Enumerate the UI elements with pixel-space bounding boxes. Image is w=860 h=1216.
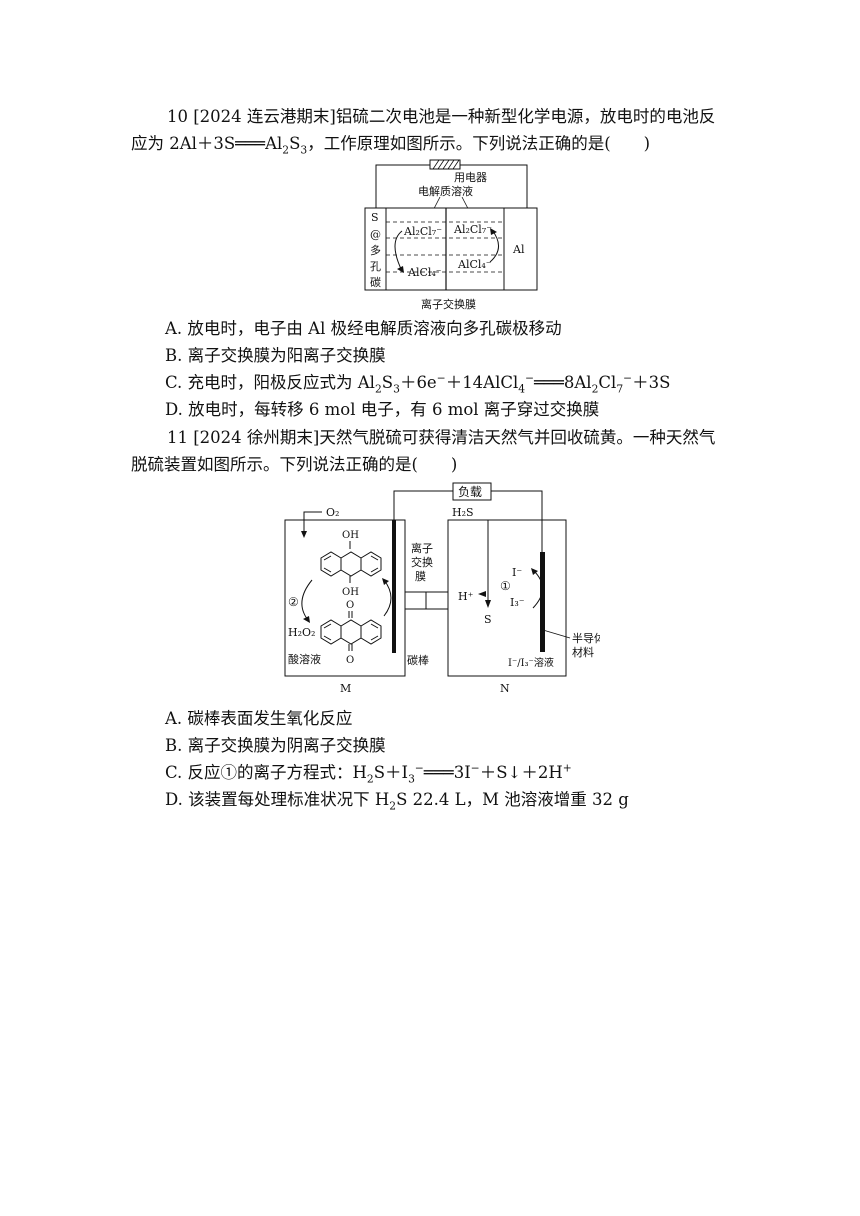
carbon-rod-label: 碳棒	[407, 653, 429, 667]
q10-figure: 用电器 电解质溶液 S @ 多 孔 碳 Al Al₂Cl₇⁻ Al₂Cl₇⁻ A…	[364, 159, 538, 311]
device-label: 用电器	[454, 171, 487, 184]
q11-option-b: B. 离子交换膜为阴离子交换膜	[165, 736, 386, 755]
ion-exchange-membrane	[404, 591, 449, 610]
q10-options: A. 放电时，电子由 Al 极经电解质溶液向多孔碳极移动 B. 离子交换膜为阳离…	[165, 315, 670, 423]
q11-option-d: D. 该装置每处理标准状况下 H2S 22.4 L，M 池溶液增重 32 g	[165, 790, 629, 813]
circle2-label: ②	[288, 595, 299, 609]
svg-text:@: @	[370, 228, 381, 241]
svg-text:离子: 离子	[411, 541, 433, 555]
carbon-rod	[392, 520, 396, 653]
svg-text:O: O	[346, 655, 354, 666]
membrane-label: 离子交换膜	[421, 297, 476, 311]
svg-text:交换: 交换	[411, 555, 433, 569]
label-n: N	[500, 682, 510, 695]
q11-figure: 负载 O₂ OH OH O	[284, 482, 600, 695]
svg-text:材料: 材料	[572, 645, 594, 659]
svg-text:OH: OH	[342, 587, 359, 598]
iminus-label: I⁻	[512, 566, 522, 579]
semiconductor-rod	[540, 552, 545, 652]
q11-stem: 11 [2024 徐州期末]天然气脱硫可获得清洁天然气并回收硫黄。一种天然气 脱…	[131, 424, 733, 478]
right-electrode-label: Al	[512, 243, 525, 256]
label-m: M	[340, 682, 351, 695]
anthracenediol-molecule	[320, 551, 382, 577]
svg-text:半导体: 半导体	[572, 631, 600, 645]
svg-text:多: 多	[370, 243, 381, 257]
load-label: 负载	[458, 485, 482, 499]
q10-line1: 10 [2024 连云港期末]铝硫二次电池是一种新型化学电源，放电时的电池反	[167, 107, 716, 126]
ion-al2cl7-left: Al₂Cl₇⁻	[403, 225, 442, 238]
i3-label: I₃⁻	[510, 596, 525, 609]
acid-label: 酸溶液	[288, 652, 321, 666]
solution-label: I⁻/I₃⁻溶液	[508, 656, 554, 669]
svg-text:OH: OH	[342, 530, 359, 541]
o2-label: O₂	[326, 506, 339, 519]
q10-line2: 应为 2Al＋3S═══Al2S3，工作原理如图所示。下列说法正确的是( )	[131, 134, 651, 157]
q11-options: A. 碳棒表面发生氧化反应 B. 离子交换膜为阴离子交换膜 C. 反应①的离子方…	[165, 705, 629, 813]
svg-text:S: S	[371, 211, 379, 224]
q11-option-c: C. 反应①的离子方程式：H2S＋I3−═══3I−＋S↓＋2H+	[165, 761, 572, 786]
circle1-label: ①	[500, 579, 511, 593]
anthraquinone-molecule	[320, 619, 382, 645]
svg-text:碳: 碳	[370, 275, 381, 289]
svg-text:膜: 膜	[415, 570, 426, 583]
q11-line2: 脱硫装置如图所示。下列说法正确的是( )	[131, 455, 458, 474]
ion-alcl4-right: AlCl₄⁻	[457, 258, 492, 271]
ion-al2cl7-right: Al₂Cl₇⁻	[453, 223, 492, 236]
q10-option-d: D. 放电时，每转移 6 mol 电子，有 6 mol 离子穿过交换膜	[165, 400, 600, 419]
q10-option-b: B. 离子交换膜为阳离子交换膜	[165, 346, 386, 365]
hplus-label: H⁺	[458, 590, 474, 603]
svg-text:孔: 孔	[370, 260, 381, 273]
h2s-label: H₂S	[452, 506, 474, 519]
ion-alcl4-left: AlCl₄⁻	[407, 266, 442, 279]
svg-text:O: O	[346, 600, 354, 611]
q11-line1: 11 [2024 徐州期末]天然气脱硫可获得清洁天然气并回收硫黄。一种天然气	[167, 428, 716, 447]
q10-stem: 10 [2024 连云港期末]铝硫二次电池是一种新型化学电源，放电时的电池反 应…	[131, 103, 733, 157]
q10-option-c: C. 充电时，阳极反应式为 Al2S3＋6e−＋14AlCl4−═══8Al2C…	[165, 371, 671, 396]
h2o2-label: H₂O₂	[288, 626, 315, 639]
s-label: S	[484, 613, 492, 626]
left-electrode-label: S @ 多 孔 碳	[370, 211, 381, 289]
electrolyte-label: 电解质溶液	[418, 184, 473, 198]
q10-option-a: A. 放电时，电子由 Al 极经电解质溶液向多孔碳极移动	[165, 319, 562, 338]
q11-option-a: A. 碳棒表面发生氧化反应	[165, 709, 353, 728]
device-resistor	[429, 159, 461, 170]
